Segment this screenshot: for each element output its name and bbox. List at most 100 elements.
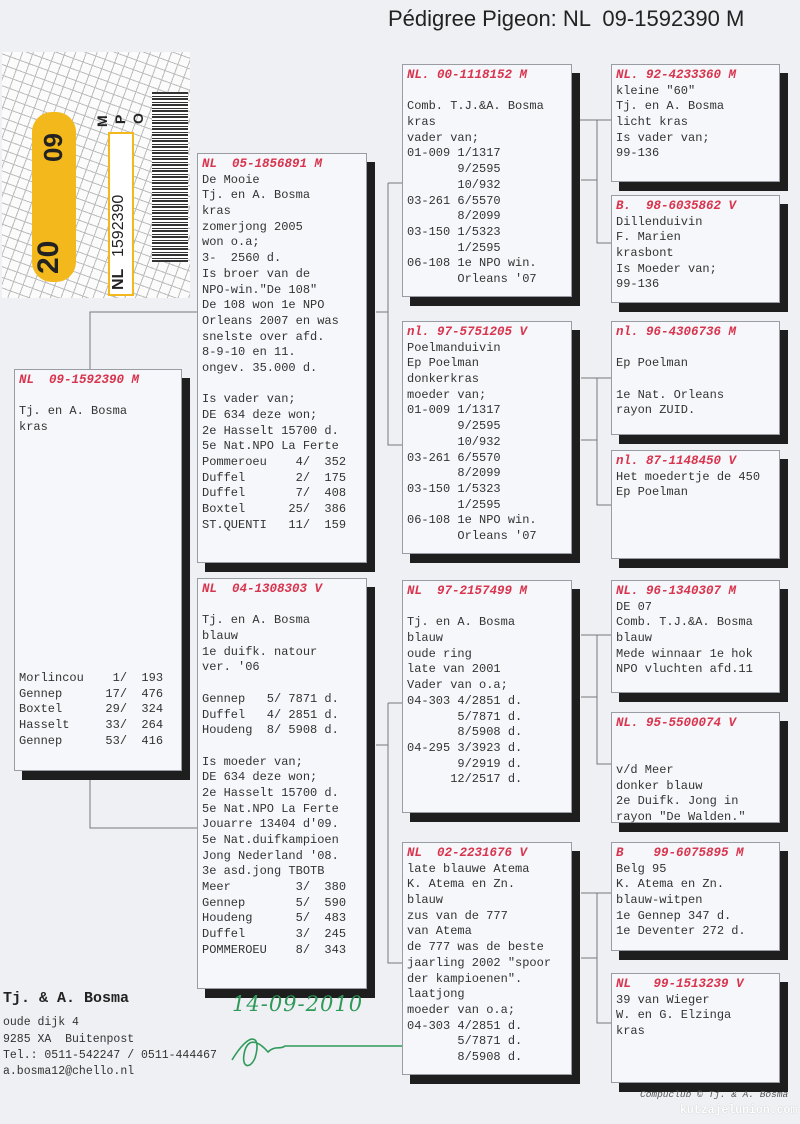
pigeon-info-line: blauw	[407, 893, 444, 908]
owner-street: oude dijk 4	[3, 1016, 79, 1029]
pigeon-info-line: Houdeng 8/ 5908 d.	[202, 723, 339, 738]
pigeon-info-line: Is moeder van;	[202, 754, 303, 769]
pigeon-info-line: 3- 2560 d.	[202, 251, 282, 266]
pigeon-info-line	[19, 451, 181, 467]
owner-email[interactable]: a.bosma12@chello.nl	[3, 1065, 135, 1078]
pigeon-info-line: 04-303 4/2851 d.	[407, 693, 523, 708]
pigeon-info-line: DE 634 deze won;	[202, 408, 318, 422]
owner-city: 9285 XA Buitenpost	[3, 1033, 135, 1046]
pigeon-info-line: Vader van o.a;	[407, 678, 508, 693]
pigeon-info-line: NPO vluchten afd.11	[616, 662, 753, 677]
ring-number: NL. 00-1118152 M	[407, 68, 528, 82]
ring-number: NL 04-1308303 V	[202, 582, 323, 596]
pigeon-info-line: Belg 95	[616, 861, 667, 876]
pigeon-info-line	[19, 514, 181, 530]
pigeon-info-line	[19, 483, 181, 499]
pigeon-info-line: 2e Hasselt 15700 d.	[202, 785, 339, 800]
pigeon-info-line: 99-136	[616, 277, 660, 292]
pigeon-info-line	[202, 598, 366, 614]
pigeon-info-line: late blauwe Atema	[407, 861, 530, 876]
pigeon-info-line: Gennep 5/ 590	[202, 895, 347, 910]
signature-icon	[231, 1038, 402, 1067]
pigeon-info-line	[19, 561, 181, 577]
pigeon-info-line: Jong Nederland '08.	[202, 848, 339, 863]
pigeon-info-line: Houdeng 5/ 483	[202, 911, 347, 926]
ring-number: B. 98-6035862 V	[616, 199, 737, 213]
page-title: Pédigree Pigeon: NL 09-1592390 M	[388, 6, 745, 31]
pigeon-info-line: DE 634 deze won;	[202, 770, 318, 785]
pigeon-info-line	[202, 739, 366, 755]
pigeon-info-line: 04-295 3/3923 d.	[407, 740, 523, 755]
pigeon-info-line: jaarling 2002 "spoor	[407, 955, 552, 970]
pigeon-info-line: K. Atema en Zn.	[407, 877, 516, 892]
pigeon-info-line: 10/932	[407, 177, 501, 192]
pigeon-info-line	[19, 624, 181, 640]
ring-number: nl. 97-5751205 V	[407, 325, 528, 339]
pigeon-info-line: 8-9-10 en 11.	[202, 345, 296, 360]
ring-number: NL. 96-1340307 M	[616, 584, 737, 598]
ring-number: nl. 96-4306736 M	[616, 325, 737, 339]
pigeon-info-line: vader van;	[407, 130, 480, 145]
pigeon-info-line: Duffel 2/ 175	[202, 470, 347, 485]
pigeon-info-line: van Atema	[407, 924, 472, 939]
pigeon-info-line	[616, 747, 779, 763]
pigeon-info-line: 8/2099	[407, 466, 501, 481]
pigeon-info-line: 04-303 4/2851 d.	[407, 1018, 523, 1033]
pigeon-info-line: 06-108 1e NPO win.	[407, 513, 537, 528]
pigeon-info-line: 5e Nat.NPO La Ferte	[202, 439, 339, 454]
pigeon-info-line: kras	[19, 420, 48, 435]
pigeon-info-line: 8/5908 d.	[407, 725, 523, 740]
number-field	[108, 132, 134, 296]
ring-number: NL 05-1856891 M	[202, 157, 323, 171]
pigeon-info-line: 1e Nat. Orleans	[616, 387, 725, 402]
pigeon-box-sds[interactable]: nl. 96-4306736 M Ep Poelman 1e Nat. Orlean…	[611, 321, 780, 435]
pigeon-info-line: Tj. en A. Bosma	[616, 99, 725, 114]
pigeon-info-line: Orleans 2007 en was	[202, 313, 339, 328]
ring-number: NL. 92-4233360 M	[616, 68, 737, 82]
pigeon-info-line: K. Atema en Zn.	[616, 877, 725, 892]
pigeon-info-line: ver. '06	[202, 660, 260, 675]
pigeon-info-line: blauw	[616, 631, 653, 646]
pigeon-info-line: 5/7871 d.	[407, 1034, 523, 1049]
pigeon-info-line: laatjong	[407, 987, 465, 1002]
pigeon-info-line: Tj. en A. Bosma	[19, 404, 128, 419]
pigeon-info-line	[202, 377, 366, 393]
pigeon-info-line: Hasselt 33/ 264	[19, 718, 164, 733]
pigeon-info-line: Boxtel 29/ 324	[19, 702, 164, 717]
pigeon-info-line	[407, 600, 571, 616]
ring-number: NL 99-1513239 V	[616, 977, 744, 991]
pigeon-info-line: 1/2595	[407, 240, 501, 255]
pigeon-info-line: rayon "De Walden."	[616, 810, 746, 825]
pigeon-info-line: Gennep 5/ 7871 d.	[202, 691, 339, 706]
pigeon-info-line: blauw	[407, 631, 444, 646]
pigeon-info-line	[19, 593, 181, 609]
pigeon-info-line: 2e Duifk. Jong in	[616, 794, 739, 809]
pigeon-info-line: donkerkras	[407, 372, 480, 387]
pigeon-info-line	[19, 499, 181, 515]
pigeon-info-line: 1e Gennep 347 d.	[616, 908, 732, 923]
pigeon-info-line	[19, 608, 181, 624]
yellow-band	[32, 112, 76, 282]
pigeon-info-line	[202, 676, 366, 692]
pigeon-info-line	[19, 655, 181, 671]
pigeon-info-line: Ep Poelman	[616, 356, 689, 371]
pigeon-info-line: De 108 won 1e NPO	[202, 298, 325, 313]
pigeon-info-line: der kampioenen".	[407, 971, 523, 986]
pigeon-info-line: Is vader van;	[616, 130, 710, 145]
pigeon-info-line	[19, 389, 181, 405]
